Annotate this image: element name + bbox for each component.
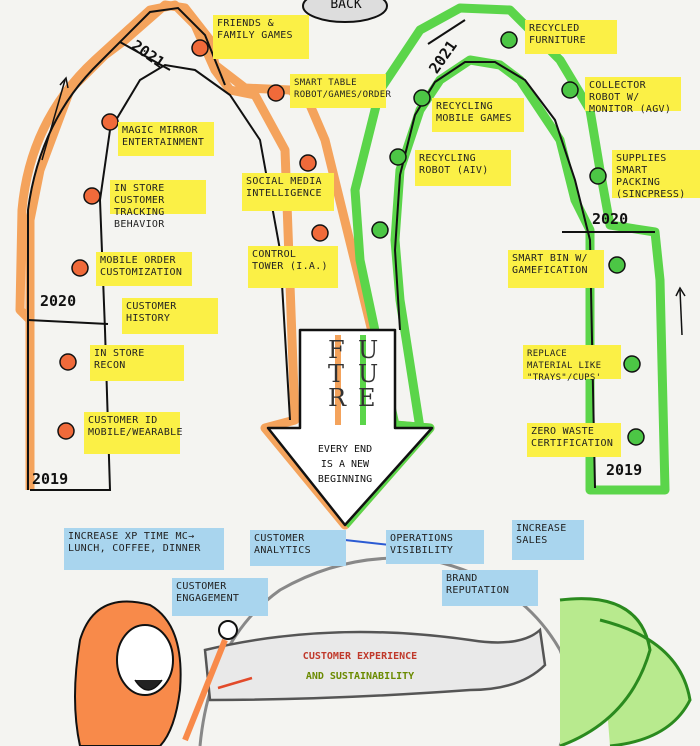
future-arrow-orange-strip: [335, 335, 341, 425]
note-collector-robot: COLLECTOR ROBOT W/ MONITOR (AGV): [585, 77, 681, 115]
note-smart-bin: SMART BIN W/ GAMEFICATION: [508, 250, 604, 288]
benefit-increase-xp-time: INCREASE XP TIME MC→ LUNCH, COFFEE, DINN…: [64, 528, 224, 570]
banner-line2: AND SUSTAINABILITY: [305, 671, 415, 682]
note-in-store-recon: IN STORE RECON: [90, 345, 184, 381]
character-smile: [134, 679, 163, 691]
note-replace-material: REPLACE MATERIAL LIKE "TRAYS"/CUPS': [523, 345, 621, 383]
dot-customer-id: [57, 422, 75, 440]
future-arrow-green-strip: [360, 335, 366, 425]
dot-recycled-furniture: [500, 31, 518, 49]
note-control-tower: CONTROL TOWER (I.A.): [248, 246, 338, 288]
benefit-brand-reputation: BRAND REPUTATION: [442, 570, 538, 606]
banner-line1: CUSTOMER EXPERIENCE: [302, 651, 418, 662]
dot-smart-packing: [589, 167, 607, 185]
leaves: [559, 597, 692, 746]
dot-social-media: [299, 154, 317, 172]
future-letter-r: R: [328, 384, 347, 412]
future-letter-f: F: [328, 336, 345, 364]
left-arch-outer: [27, 6, 226, 490]
benefit-customer-engagement: CUSTOMER ENGAGEMENT: [172, 578, 268, 616]
dot-recycling-robot: [389, 148, 407, 166]
dot-collector-robot: [561, 81, 579, 99]
dot-magic-mirror: [101, 113, 119, 131]
future-letter-t: T: [328, 360, 345, 388]
left-arch-divider-2021: [119, 41, 171, 71]
back-badge: [302, 0, 388, 23]
note-recycling-games: RECYCLING MOBILE GAMES: [432, 98, 524, 132]
character-arm: [182, 638, 228, 742]
arrow-text-line3: BEGINNING: [317, 474, 373, 485]
dot-zero-waste: [627, 428, 645, 446]
dot-store-recon: [59, 353, 77, 371]
right-milestone-dots: [371, 31, 645, 446]
character-face: [116, 624, 174, 696]
note-in-store-tracking: IN STORE CUSTOMER TRACKING BEHAVIOR: [110, 180, 206, 230]
left-timeline-arrow-tip: [59, 76, 69, 89]
left-timeline-arrow: [41, 79, 66, 161]
dot-smart-bin: [608, 256, 626, 274]
dot-smart-table: [267, 84, 285, 102]
character-illustration: [74, 600, 238, 746]
future-letter-u2: U: [358, 360, 379, 388]
note-social-media: SOCIAL MEDIA INTELLIGENCE: [242, 173, 334, 211]
dot-recycling-games: [413, 89, 431, 107]
arrow-text-line2: IS A NEW: [320, 459, 370, 470]
dot-friends-family: [191, 39, 209, 57]
future-letter-e: E: [358, 384, 376, 412]
note-mobile-order: MOBILE ORDER CUSTOMIZATION: [96, 252, 192, 286]
note-friends-family-games: FRIENDS & FAMILY GAMES: [213, 15, 309, 59]
note-zero-waste: ZERO WASTE CERTIFICATION: [527, 423, 621, 457]
right-year-2020: 2020: [592, 210, 629, 228]
arrow-text-line1: EVERY END: [317, 444, 373, 455]
dot-extra: [371, 221, 389, 239]
dot-mobile-order: [71, 259, 89, 277]
right-arch-inner: [393, 61, 596, 489]
benefit-operations-visibility: OPERATIONS VISIBILITY: [386, 530, 484, 564]
right-year-2019: 2019: [606, 461, 643, 479]
future-letter-u: U: [358, 336, 379, 364]
note-recycling-robot: RECYCLING ROBOT (AIV): [415, 150, 511, 186]
banner-ribbon: [203, 627, 547, 702]
banner-red-arrow: [217, 676, 253, 690]
note-customer-id: CUSTOMER ID MOBILE/WEARABLE: [84, 412, 183, 454]
dot-control-tower: [311, 224, 329, 242]
note-smart-table: SMART TABLE ROBOT/GAMES/ORDER: [290, 74, 391, 108]
note-smart-packing: SUPPLIES SMART PACKING (SINCPRESS): [612, 150, 700, 200]
benefit-customer-analytics: CUSTOMER ANALYTICS: [250, 530, 346, 566]
dot-replace-material: [623, 355, 641, 373]
left-year-2020: 2020: [40, 292, 77, 310]
right-timeline-arrow: [679, 289, 683, 336]
left-year-2019: 2019: [32, 470, 69, 488]
note-magic-mirror: MAGIC MIRROR ENTERTAINMENT: [118, 122, 214, 156]
left-milestone-dots: [57, 39, 329, 440]
note-customer-history: CUSTOMER HISTORY: [122, 298, 218, 334]
benefit-increase-sales: INCREASE SALES: [512, 520, 584, 560]
future-arrow-head: [266, 328, 434, 527]
left-arch-divider-2020: [27, 319, 109, 325]
dot-tracking: [83, 187, 101, 205]
character-hand: [218, 620, 238, 640]
note-recycled-furniture: RECYCLED FURNITURE: [525, 20, 617, 54]
back-label: BACK: [330, 0, 362, 12]
right-arch-divider-2021: [427, 19, 466, 45]
right-timeline-arrow-tip: [675, 286, 686, 297]
